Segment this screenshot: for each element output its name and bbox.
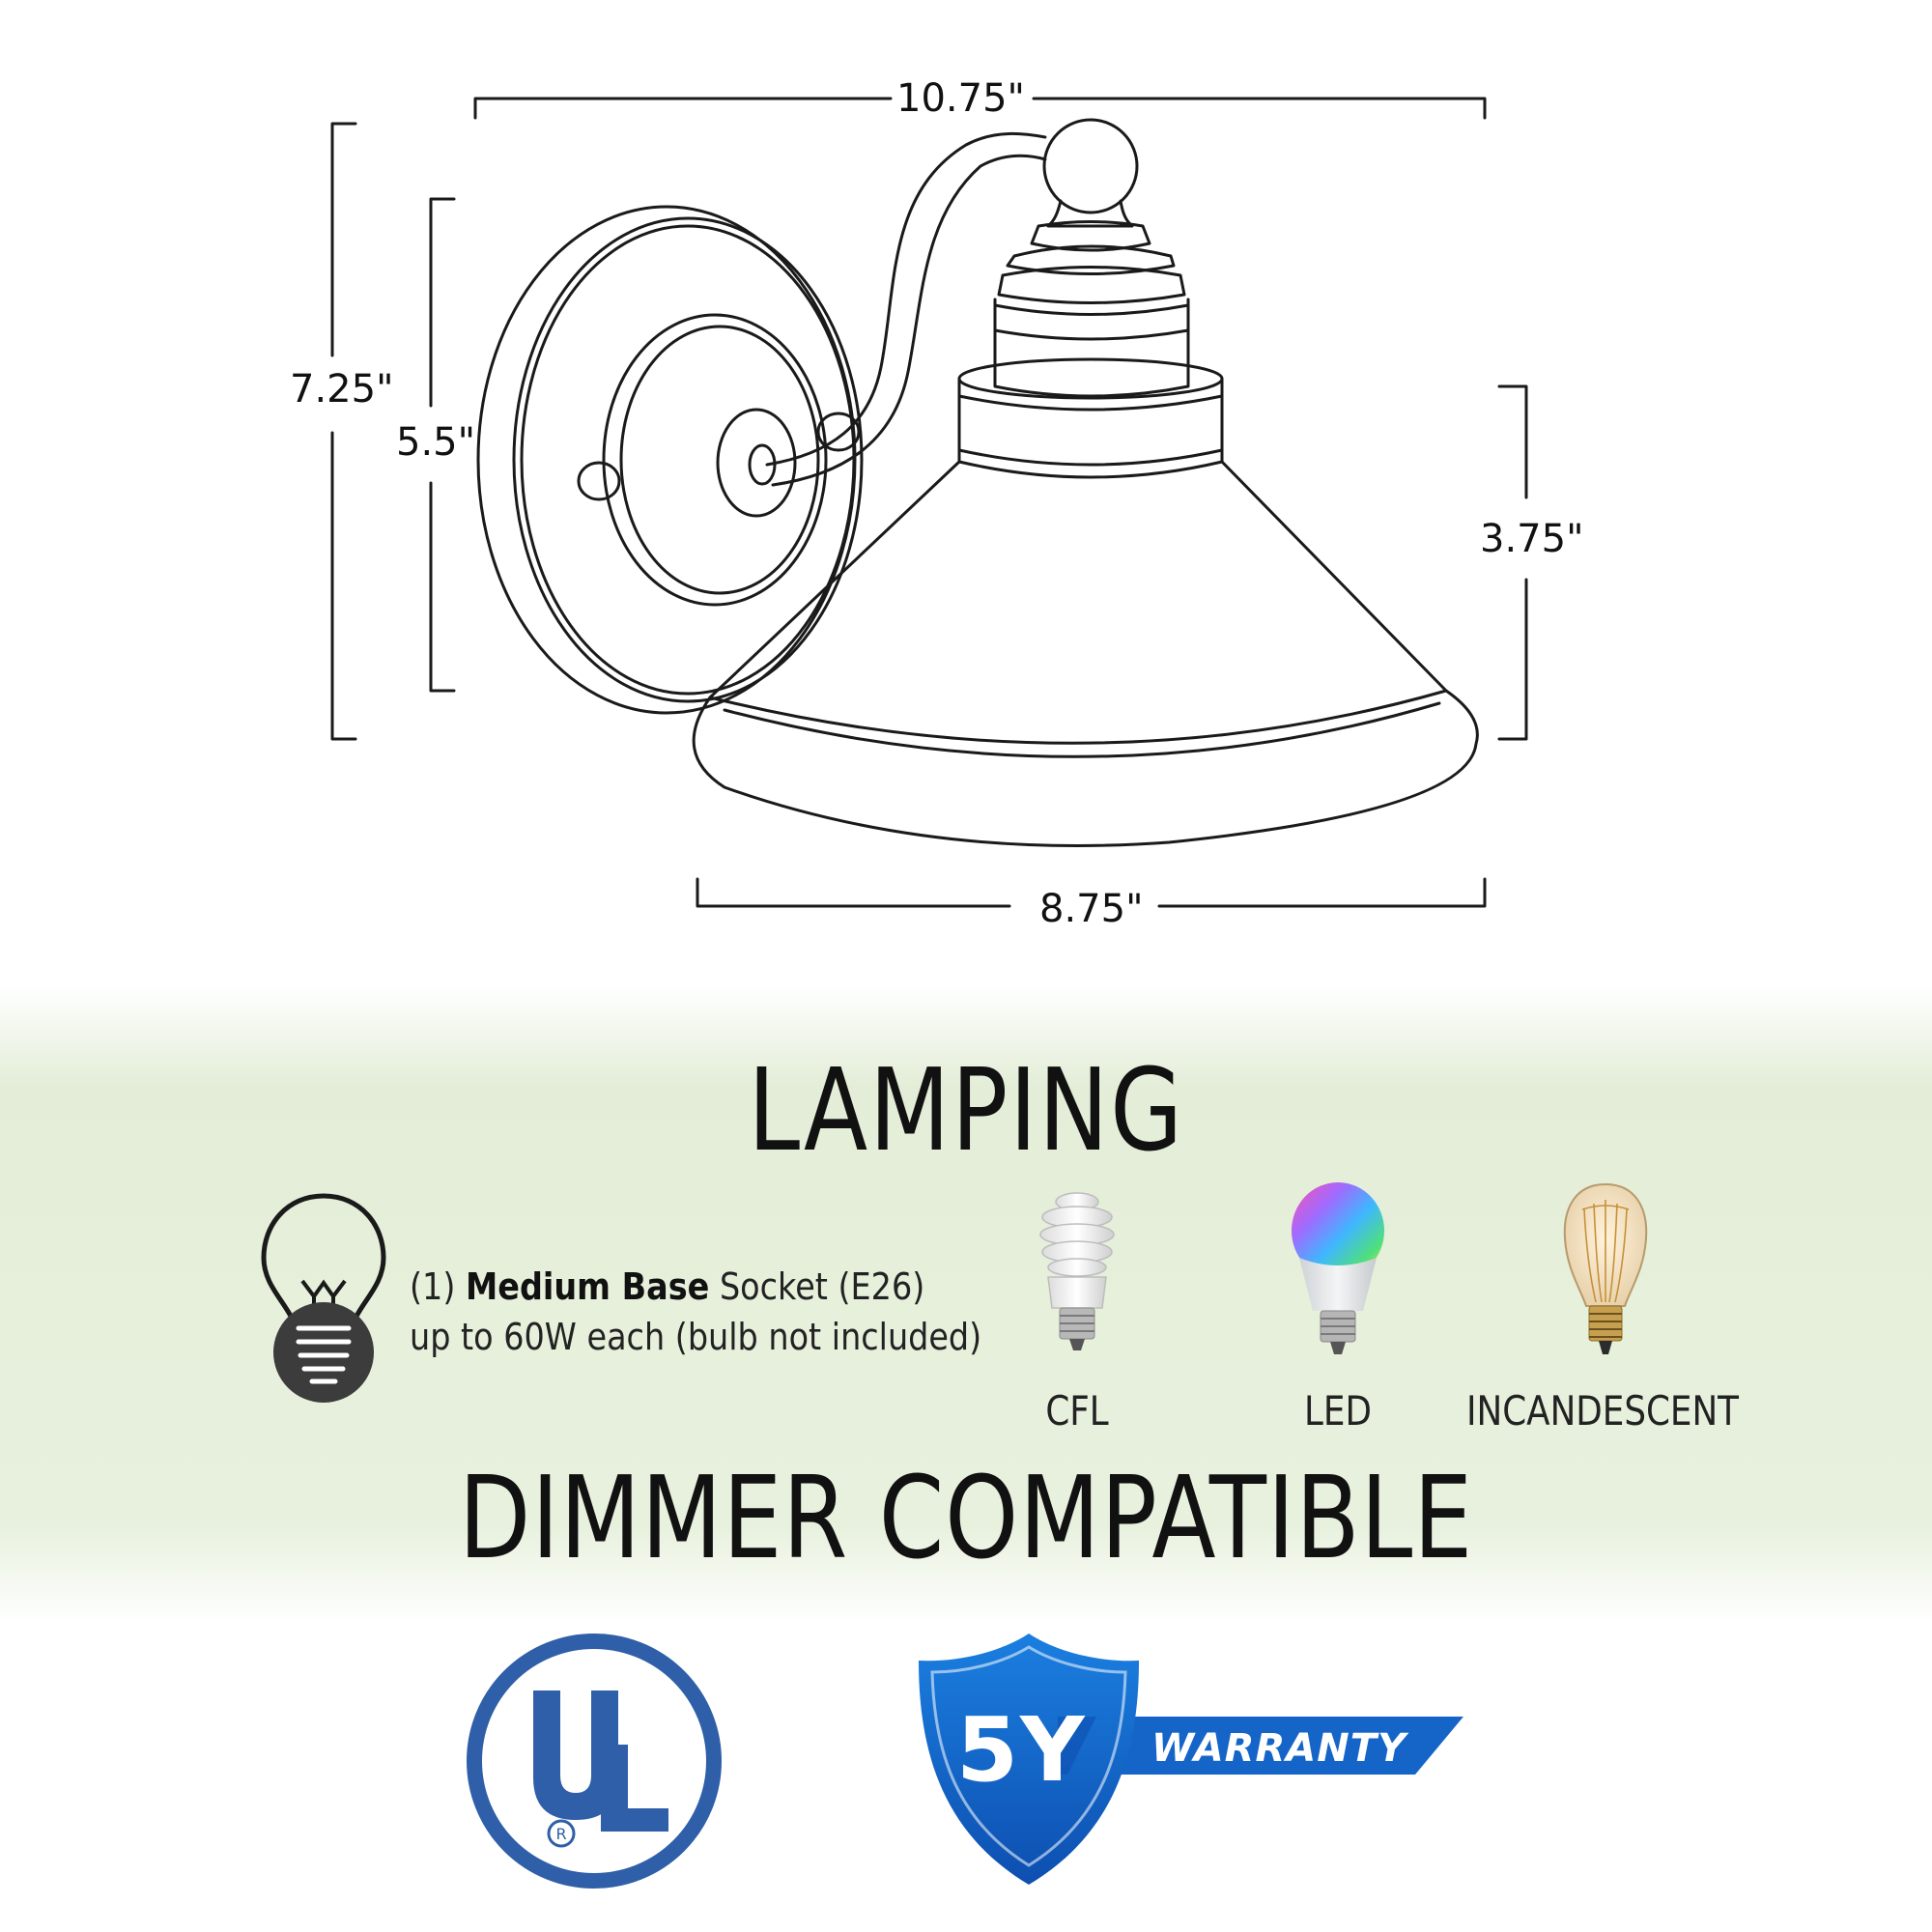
ul-certification-logo: R: [467, 1634, 722, 1889]
backplate-drawing: [476, 205, 864, 715]
spec-count: (1): [410, 1265, 456, 1308]
warranty-badge: [919, 1634, 1463, 1885]
shade-collar-drawing: [957, 357, 1224, 479]
lamping-title: LAMPING: [748, 1043, 1184, 1177]
incandescent-bulb-icon: [1563, 1182, 1648, 1354]
shade-drawing: [692, 460, 1479, 847]
bulb-label-incandescent: INCANDESCENT: [1465, 1387, 1739, 1435]
warranty-text: WARRANTY: [1151, 1726, 1406, 1771]
spec-socket: Socket (E26): [719, 1265, 925, 1308]
dimension-label-backplate-height: 5.5": [396, 420, 476, 465]
dimension-label-shade-width: 8.75": [1039, 887, 1144, 931]
dimension-label-shade-height: 3.75": [1480, 517, 1584, 561]
warranty-years: 5Y: [956, 1698, 1087, 1802]
led-bulb-icon: [1292, 1182, 1384, 1354]
cfl-bulb-icon: [1039, 1192, 1115, 1350]
spec-base: Medium Base: [466, 1265, 710, 1308]
arm-drawing: [765, 131, 1047, 487]
socket-drawing: [993, 244, 1190, 398]
dimension-line-backplate-height: [429, 197, 456, 693]
svg-text:R: R: [555, 1825, 566, 1843]
dimmer-compatible-title: DIMMER COMPATIBLE: [458, 1451, 1474, 1584]
dimension-line-total-height: [330, 122, 357, 741]
dimension-label-width-top: 10.75": [896, 76, 1025, 121]
lamping-spec-line-2: up to 60W each (bulb not included): [410, 1316, 982, 1358]
bulb-outline-icon: [261, 1193, 386, 1403]
dimension-line-shade-height: [1497, 384, 1528, 741]
bulb-label-led: LED: [1304, 1387, 1372, 1435]
sconce-dimension-diagram: [330, 97, 1528, 908]
dimension-label-total-height: 7.25": [290, 367, 394, 412]
lamping-spec-line-1: (1) Medium Base Socket (E26): [410, 1268, 924, 1305]
bulb-label-cfl: CFL: [1045, 1387, 1109, 1435]
dimension-line-bottom: [696, 877, 1487, 908]
dimension-line-top: [473, 97, 1487, 120]
finial-drawing: [1030, 118, 1151, 252]
